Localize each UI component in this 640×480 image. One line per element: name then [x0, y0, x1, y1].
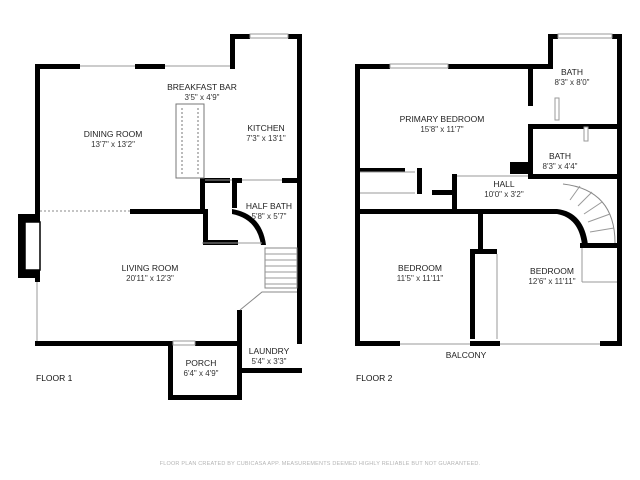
wall	[297, 34, 302, 344]
room-name-hall: HALL	[493, 179, 515, 189]
breakfast-bar	[175, 103, 205, 179]
room-dims-dining-room: 13'7" x 13'2"	[91, 140, 135, 149]
room-dims-laundry: 5'4" x 3'3"	[252, 357, 287, 366]
floor-2-labels: BATH 8'3" x 8'0" PRIMARY BEDROOM 15'8" x…	[356, 67, 590, 383]
fireplace-opening	[24, 221, 41, 271]
wall	[470, 249, 475, 339]
wall	[237, 368, 302, 373]
room-name-bath-lower: BATH	[549, 151, 571, 161]
wall	[452, 174, 457, 214]
room-name-bath-upper: BATH	[561, 67, 583, 77]
wall	[232, 178, 237, 208]
balcony-label: BALCONY	[446, 350, 487, 360]
wall	[548, 34, 558, 39]
room-dims-breakfast-bar: 3'5" x 4'9"	[185, 93, 220, 102]
room-name-dining-room: DINING ROOM	[84, 129, 143, 139]
wall	[478, 209, 483, 249]
wall	[168, 395, 242, 400]
wall	[203, 209, 208, 245]
wall	[35, 64, 80, 69]
duct	[510, 162, 528, 174]
room-dims-bath-upper: 8'3" x 8'0"	[555, 78, 590, 87]
window	[172, 340, 196, 346]
floor-label-1: FLOOR 1	[36, 373, 73, 383]
wall	[237, 310, 242, 345]
room-name-half-bath: HALF BATH	[246, 201, 292, 211]
room-dims-living-room: 20'11" x 12'3"	[126, 274, 174, 283]
wall	[195, 341, 242, 346]
wall	[528, 124, 533, 179]
stairs-floor-1	[264, 247, 298, 289]
wall	[135, 64, 165, 69]
wall	[580, 243, 620, 248]
room-name-bedroom-left: BEDROOM	[398, 263, 442, 273]
room-name-breakfast-bar: BREAKFAST BAR	[167, 82, 237, 92]
wall	[355, 209, 457, 214]
wall	[470, 249, 497, 254]
room-dims-primary-bedroom: 15'8" x 11'7"	[420, 125, 463, 134]
laundry-wall	[239, 291, 297, 311]
wall	[288, 34, 302, 39]
wall	[417, 168, 422, 194]
room-dims-kitchen: 7'3" x 13'1"	[246, 134, 286, 143]
room-name-porch: PORCH	[186, 358, 217, 368]
wall	[232, 178, 242, 183]
room-dims-half-bath: 5'8" x 5'7"	[252, 212, 287, 221]
wall	[35, 64, 40, 214]
wall	[617, 34, 622, 346]
wall	[448, 64, 553, 69]
room-name-living-room: LIVING ROOM	[122, 263, 179, 273]
wall	[168, 341, 173, 400]
window	[557, 33, 613, 39]
wall	[528, 174, 620, 179]
door-marker	[583, 126, 589, 142]
room-dims-bedroom-right: 12'6" x 11'11"	[528, 277, 575, 286]
wall	[282, 178, 302, 183]
room-name-laundry: LAUNDRY	[249, 346, 290, 356]
curved-wall	[557, 209, 588, 245]
room-dims-porch: 6'4" x 4'9"	[184, 369, 219, 378]
wall	[355, 341, 400, 346]
wall	[355, 64, 390, 69]
room-dims-hall: 10'0" x 3'2"	[484, 190, 524, 199]
wall	[548, 34, 553, 69]
room-name-primary-bedroom: PRIMARY BEDROOM	[400, 114, 485, 124]
floor-label-2: FLOOR 2	[356, 373, 393, 383]
wall	[432, 190, 452, 195]
floor-1-labels: BREAKFAST BAR 3'5" x 4'9" DINING ROOM 13…	[36, 82, 292, 383]
stairs-floor-2	[562, 183, 617, 283]
room-name-kitchen: KITCHEN	[247, 123, 284, 133]
wall	[35, 341, 172, 346]
wall	[600, 341, 622, 346]
curved-wall	[232, 209, 266, 245]
room-dims-bedroom-left: 11'5" x 11'11"	[397, 274, 444, 283]
floor-1-plan	[18, 33, 302, 400]
wall	[230, 34, 235, 69]
wall	[470, 341, 500, 346]
wall	[457, 209, 557, 214]
disclaimer-text: FLOOR PLAN CREATED BY CUBICASA APP. MEAS…	[160, 461, 481, 467]
room-dims-bath-lower: 8'3" x 4'4"	[543, 162, 578, 171]
window	[389, 63, 449, 69]
wall	[528, 64, 533, 106]
wall	[130, 209, 202, 214]
wall	[355, 168, 405, 172]
wall	[528, 124, 620, 129]
door-marker	[554, 97, 560, 121]
wall	[230, 34, 250, 39]
wall	[200, 178, 205, 214]
floor-2-plan	[355, 33, 622, 346]
wall	[355, 64, 360, 346]
window	[249, 33, 289, 39]
room-name-bedroom-right: BEDROOM	[530, 266, 574, 276]
